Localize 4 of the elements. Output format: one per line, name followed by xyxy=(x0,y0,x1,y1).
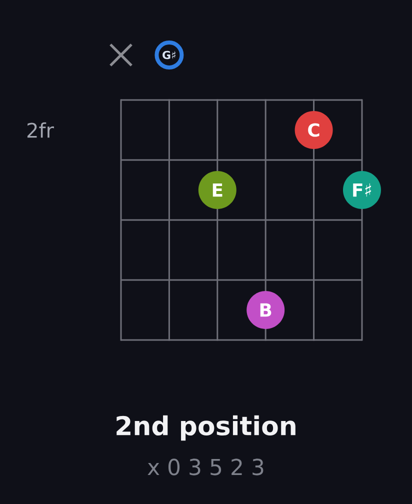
fingering-text: x 0 3 5 2 3 xyxy=(148,458,264,476)
fret-number: 2fr xyxy=(27,122,54,138)
position-title: 2nd position xyxy=(116,415,296,441)
open-string-ring: G♯ xyxy=(154,40,184,70)
